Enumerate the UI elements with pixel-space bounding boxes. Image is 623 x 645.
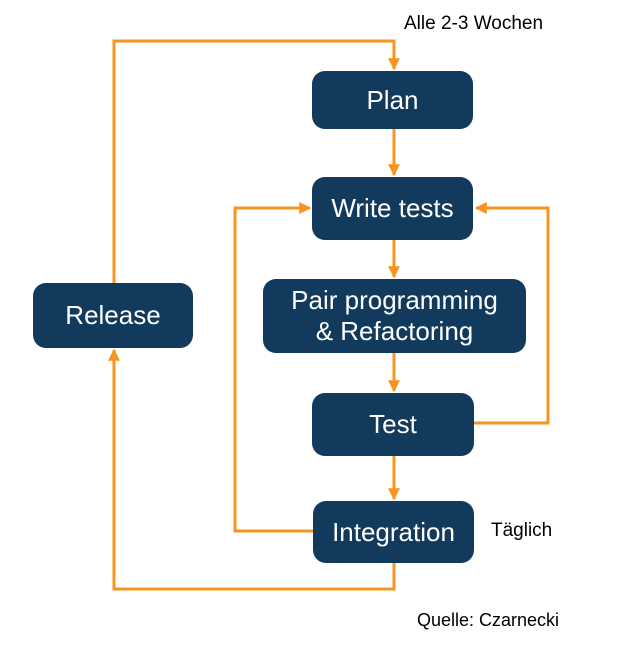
node-test: Test xyxy=(312,393,474,456)
node-plan: Plan xyxy=(312,71,473,129)
annotation-cycle-frequency: Alle 2-3 Wochen xyxy=(404,13,544,34)
node-integration: Integration xyxy=(313,501,474,563)
node-pair-programming-refactoring: Pair programming & Refactoring xyxy=(263,279,526,353)
connector-integration-to-write-tests xyxy=(233,202,313,533)
node-write-tests: Write tests xyxy=(312,177,473,240)
annotation-daily-frequency: Täglich xyxy=(491,520,553,541)
node-release: Release xyxy=(33,283,193,348)
source-credit: Quelle: Czarnecki xyxy=(417,610,560,630)
